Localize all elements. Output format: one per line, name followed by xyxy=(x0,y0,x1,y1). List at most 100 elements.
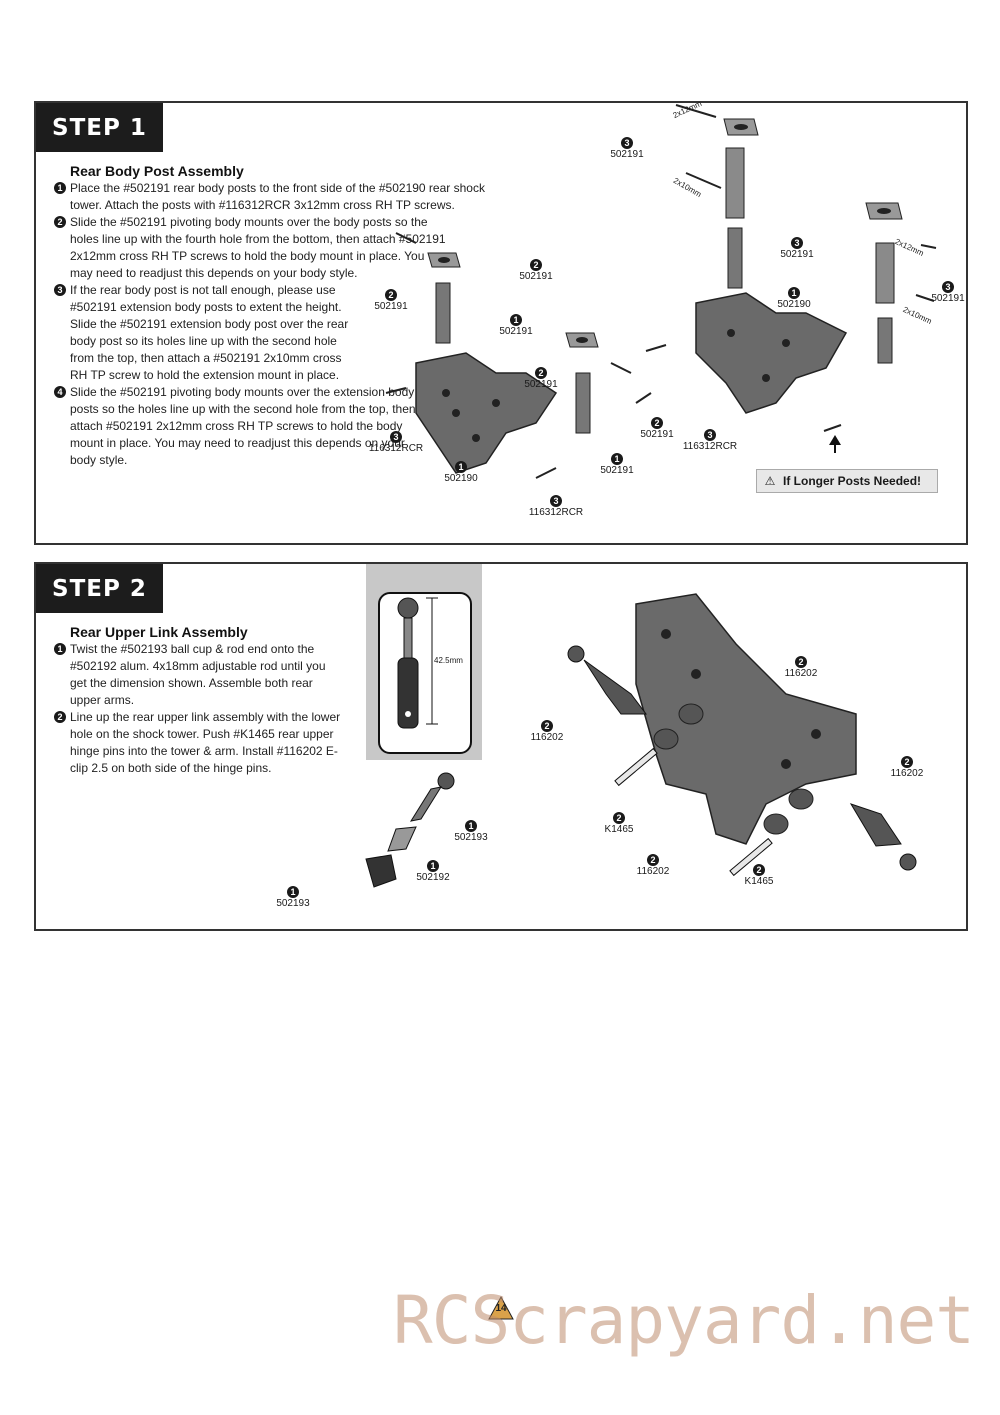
number-icon: 1 xyxy=(54,182,66,194)
callout-part: 502191 xyxy=(374,301,408,312)
callout-k1465-a: 2 K1465 xyxy=(594,806,644,835)
callout-part: 502191 xyxy=(499,326,533,337)
step1-item-text: Place the #502191 rear body posts to the… xyxy=(70,181,485,212)
callout-part: 116312RCR xyxy=(368,443,424,454)
callout-part: 502191 xyxy=(600,465,634,476)
callout-116202-d: 2 116202 xyxy=(628,848,678,877)
callout-part: 502190 xyxy=(777,299,811,310)
extension-post-diagram xyxy=(645,104,937,453)
step2-tab: STEP 2 xyxy=(36,564,163,613)
warning-text: If Longer Posts Needed! xyxy=(783,474,922,488)
longer-posts-warning: ⚠ If Longer Posts Needed! xyxy=(756,469,938,493)
callout-502191-d: 2 502191 xyxy=(516,361,566,390)
callout-502191-b: 2 502191 xyxy=(366,283,416,312)
callout-116312rcr-a: 3 116312RCR xyxy=(366,425,426,454)
number-icon: 1 xyxy=(510,314,522,326)
number-icon: 3 xyxy=(942,281,954,293)
number-icon: 2 xyxy=(541,720,553,732)
upper-link-tower-diagram xyxy=(567,593,917,877)
step1-tab: STEP 1 xyxy=(36,103,163,152)
callout-part: 502191 xyxy=(610,149,644,160)
callout-part: 502191 xyxy=(519,271,553,282)
number-icon: 2 xyxy=(54,711,66,723)
callout-502191-c: 1 502191 xyxy=(491,308,541,337)
callout-part: 502191 xyxy=(780,249,814,260)
step1-item-text: Slide the #502191 pivoting body mounts o… xyxy=(70,215,446,280)
callout-part: 502192 xyxy=(416,872,450,883)
callout-part: 502191 xyxy=(640,429,674,440)
upper-link-exploded-diagram xyxy=(365,772,455,888)
callout-part: K1465 xyxy=(744,876,774,887)
callout-part: 116202 xyxy=(636,866,670,877)
number-icon: 2 xyxy=(651,417,663,429)
callout-part: 116202 xyxy=(784,668,818,679)
number-icon: 2 xyxy=(647,854,659,866)
callout-502192: 1 502192 xyxy=(408,854,458,883)
callout-part: 502193 xyxy=(276,898,310,909)
callout-116202-b: 2 116202 xyxy=(522,714,572,743)
warning-icon: ⚠ xyxy=(764,474,776,488)
number-icon: 1 xyxy=(465,820,477,832)
number-icon: 2 xyxy=(753,864,765,876)
callout-part: 116312RCR xyxy=(528,507,584,518)
number-icon: 1 xyxy=(611,453,623,465)
callout-502191-e: 2 502191 xyxy=(632,411,682,440)
number-icon: 3 xyxy=(390,431,402,443)
callout-502191-h: 3 502191 xyxy=(772,231,822,260)
callout-502191-a: 2 502191 xyxy=(496,253,576,282)
callout-part: 502190 xyxy=(444,473,478,484)
page-number-badge: 14 xyxy=(487,1295,515,1323)
number-icon: 1 xyxy=(427,860,439,872)
step1-item-1: 1 Place the #502191 rear body posts to th… xyxy=(54,180,494,214)
number-icon: 2 xyxy=(54,216,66,228)
triangle-icon xyxy=(488,1295,514,1320)
page-number: 14 xyxy=(495,1303,507,1314)
number-icon: 3 xyxy=(704,429,716,441)
step2-item-2: 2 Line up the rear upper link assembly wi… xyxy=(54,709,342,777)
callout-116312rcr-b: 3 116312RCR xyxy=(524,489,588,518)
inset-frame: 42.5mm xyxy=(378,592,472,754)
number-icon: 3 xyxy=(791,237,803,249)
callout-part: 116202 xyxy=(890,768,924,779)
number-icon: 2 xyxy=(901,756,913,768)
callout-part: 502191 xyxy=(931,293,965,304)
step1-item-text: Slide the #502191 pivoting body mounts o… xyxy=(70,385,416,467)
callout-116312rcr-c: 3 116312RCR xyxy=(678,423,742,452)
step2-item-text: Line up the rear upper link assembly wit… xyxy=(70,710,341,775)
number-icon: 1 xyxy=(287,886,299,898)
number-icon: 3 xyxy=(550,495,562,507)
step1-title: Rear Body Post Assembly xyxy=(70,163,244,179)
callout-part: K1465 xyxy=(604,824,634,835)
step1-instructions: 1 Place the #502191 rear body posts to th… xyxy=(54,180,494,469)
number-icon: 1 xyxy=(54,643,66,655)
callout-502191-g: 3 502191 xyxy=(602,131,652,160)
number-icon: 3 xyxy=(54,284,66,296)
callout-116202-c: 2 116202 xyxy=(882,750,932,779)
step2-title: Rear Upper Link Assembly xyxy=(70,624,248,640)
step1-item-2: 2 Slide the #502191 pivoting body mounts … xyxy=(54,214,450,282)
callout-116202-a: 2 116202 xyxy=(776,650,826,679)
callout-k1465-b: 2 K1465 xyxy=(734,858,784,887)
watermark: RCScrapyard.net xyxy=(393,1282,975,1359)
callout-part: 116202 xyxy=(530,732,564,743)
step1-item-4: 4 Slide the #502191 pivoting body mounts … xyxy=(54,384,430,469)
rear-body-post-diagram xyxy=(385,232,652,479)
number-icon: 2 xyxy=(535,367,547,379)
callout-502190-b: 1 502190 xyxy=(769,281,819,310)
number-icon: 2 xyxy=(613,812,625,824)
number-icon: 1 xyxy=(788,287,800,299)
callout-part: 502191 xyxy=(524,379,558,390)
callout-502191-i: 3 502191 xyxy=(928,275,968,304)
number-icon: 4 xyxy=(54,386,66,398)
step1-item-3: 3 If the rear body post is not tall enoug… xyxy=(54,282,360,384)
callout-502190-a: 1 502190 xyxy=(436,455,486,484)
callout-part: 116312RCR xyxy=(682,441,738,452)
dim-label: 42.5mm xyxy=(434,656,463,665)
callout-502193-a: 1 502193 xyxy=(446,814,496,843)
link-dimension-inset: 42.5mm xyxy=(366,564,482,760)
number-icon: 2 xyxy=(385,289,397,301)
step1-item-text: If the rear body post is not tall enough… xyxy=(70,283,349,382)
